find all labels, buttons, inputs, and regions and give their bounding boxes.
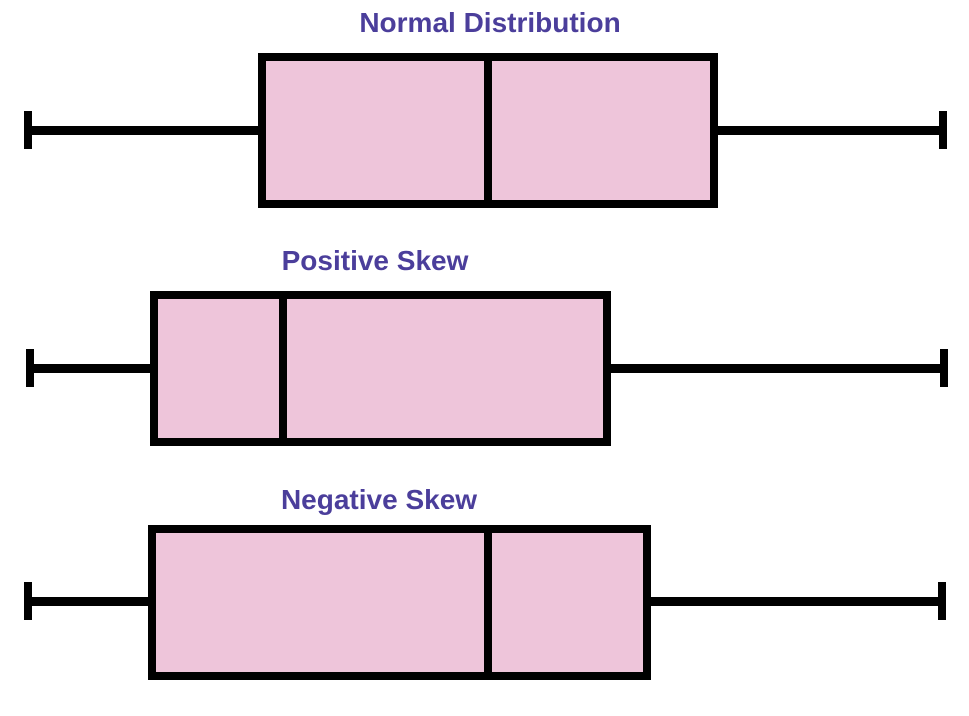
right-whisker-cap (938, 582, 946, 620)
left-whisker-cap (26, 349, 34, 387)
left-whisker-line (30, 363, 150, 373)
median-line (484, 53, 492, 208)
plot-title: Positive Skew (281, 245, 469, 276)
right-whisker-cap (939, 111, 947, 149)
left-whisker-cap (24, 582, 32, 620)
median-line (484, 525, 492, 680)
plot-title: Negative Skew (280, 484, 478, 515)
iqr-box (148, 525, 651, 680)
plot-title: Normal Distribution (359, 7, 621, 38)
left-whisker-line (28, 125, 258, 135)
left-whisker-cap (24, 111, 32, 149)
iqr-box (150, 291, 611, 446)
right-whisker-line (611, 363, 944, 373)
right-whisker-line (718, 125, 943, 135)
right-whisker-line (651, 596, 942, 606)
left-whisker-line (28, 596, 148, 606)
right-whisker-cap (940, 349, 948, 387)
median-line (279, 291, 287, 446)
